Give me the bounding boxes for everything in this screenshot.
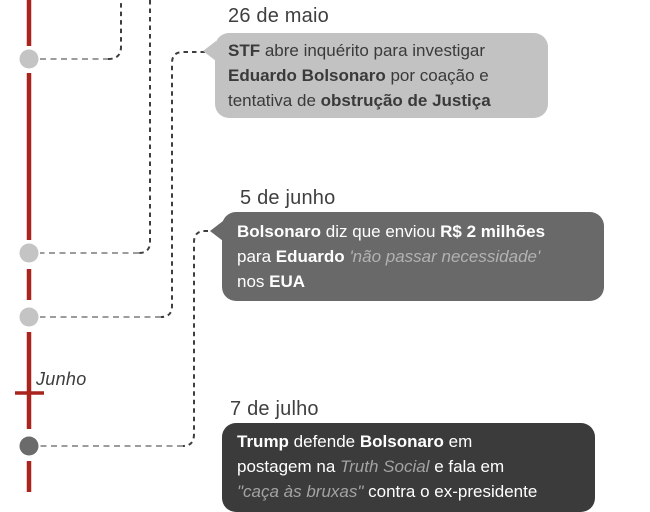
text-segment: defende [288, 432, 360, 451]
timeline-dot-2 [19, 243, 39, 263]
timeline-infographic: Junho 26 de maio STF abre inquérito para… [15, 0, 604, 512]
month-label: Junho [36, 369, 87, 389]
event-bubble-26-maio: STF abre inquérito para investigar Eduar… [203, 33, 548, 118]
connector-bubble1-dot3 [160, 51, 205, 318]
text-segment: Bolsonaro [359, 432, 444, 451]
text-segment: STF [228, 41, 261, 60]
text-segment: obstrução de Justiça [320, 91, 491, 110]
text-segment: abre inquérito para investigar [264, 41, 486, 60]
text-segment: EUA [269, 272, 306, 291]
text-segment: em postagem na [237, 432, 473, 476]
timeline-dot-4 [19, 436, 39, 456]
timeline-dot-1 [19, 49, 39, 69]
connector-bubble2-dot4 [182, 230, 208, 447]
text-segment: diz que enviou [321, 222, 441, 241]
text-segment: Eduardo Bolsonaro [228, 66, 386, 85]
connector-dot2-up [138, 0, 151, 254]
timeline-graphics [15, 0, 208, 492]
text-segment: nos [237, 272, 265, 291]
event-bubble-7-julho: Trump defende Bolsonaro em postagem na T… [222, 423, 595, 512]
text-segment: por coação e tentativa de [228, 66, 489, 110]
text-segment: R$ 2 milhões [440, 222, 546, 241]
text-segment: e fala em [434, 457, 505, 476]
text-segment: Eduardo [275, 247, 345, 266]
event-date-26-maio: 26 de maio [228, 5, 329, 27]
timeline-dot-3 [19, 307, 39, 327]
text-segment: 'não passar necessidade' [349, 247, 541, 266]
text-segment: para [237, 247, 272, 266]
event-bubble-5-junho: Bolsonaro diz que enviou R$ 2 milhões pa… [210, 212, 604, 301]
event-date-5-junho: 5 de junho [240, 187, 336, 209]
text-segment: Trump [237, 432, 289, 451]
event-date-7-julho: 7 de julho [230, 398, 319, 420]
text-segment: Bolsonaro [237, 222, 322, 241]
text-segment: Truth Social [340, 457, 430, 476]
connector-dot1-up [107, 0, 122, 60]
